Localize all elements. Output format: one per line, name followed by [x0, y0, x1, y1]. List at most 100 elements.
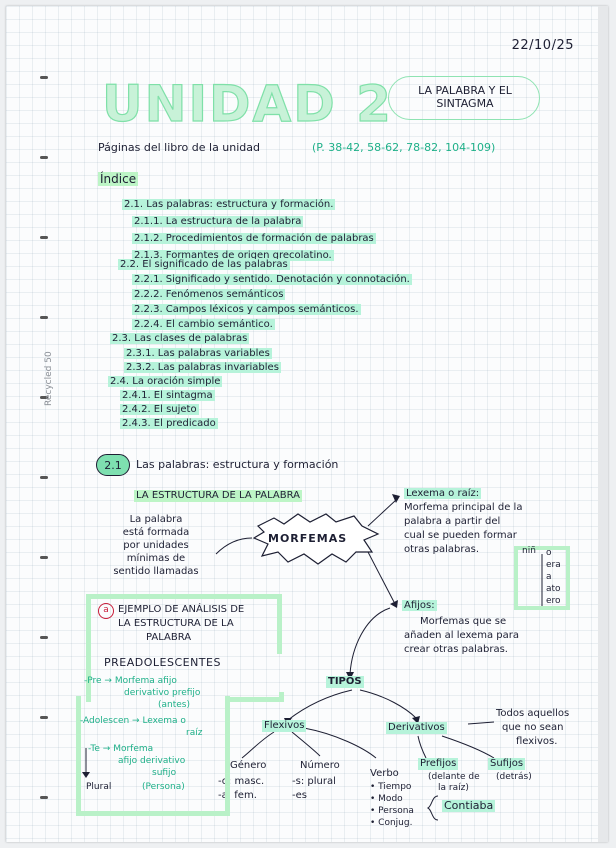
verbo-value: • Persona: [370, 806, 414, 816]
index-item: 2.3.1. Las palabras variables: [124, 348, 272, 359]
ring-hole: [40, 236, 48, 239]
numero-value: -s: plural: [292, 776, 336, 787]
index-item: 2.3. Las clases de palabras: [110, 333, 250, 344]
index-item: 2.4.2. El sujeto: [120, 404, 199, 415]
index-title: Índice: [98, 172, 139, 186]
example-box-top: [86, 594, 282, 654]
example-title: PALABRA: [146, 632, 192, 643]
left-note-line: está formada: [122, 527, 190, 538]
sufijos-label: Sufijos: [488, 758, 526, 770]
section-subheading: LA ESTRUCTURA DE LA PALABRA: [134, 490, 302, 502]
sufijos-note: (detrás): [496, 772, 532, 782]
genero-value: -o: masc.: [218, 776, 265, 787]
morfemas-starburst: [252, 513, 380, 565]
left-note-line: por unidades: [123, 540, 189, 551]
example-line: derivativo prefijo: [124, 688, 201, 698]
example-line: -Pre → Morfema afijo: [84, 676, 177, 686]
lexema-title: Lexema o raíz:: [404, 488, 482, 499]
lexema-line: Morfema principal de la: [404, 502, 523, 513]
example-line: -Te → Morfema: [88, 744, 154, 754]
prefijos-note: (delante de: [428, 772, 480, 782]
index-item: 2.4.3. El predicado: [120, 418, 218, 429]
subtitle-bubble: LA PALABRA Y EL SINTAGMA: [388, 76, 540, 120]
word-family-suffix: ato: [546, 584, 561, 594]
index-item: 2.2.1. Significado y sentido. Denotación…: [132, 274, 412, 285]
diagram-lines: [82, 494, 543, 821]
index-item: 2.4. La oración simple: [108, 376, 223, 387]
index-item: 2.2. El significado de las palabras: [118, 259, 290, 270]
page-edge: [598, 6, 608, 842]
flexivos-label: Flexivos: [262, 720, 307, 732]
pages-range: (P. 38-42, 58-62, 78-82, 104-109): [312, 141, 496, 154]
genero-label: Género: [230, 760, 267, 771]
afijos-line: crear otras palabras.: [404, 644, 508, 655]
verbo-label: Verbo: [370, 768, 399, 779]
word-family-suffix: a: [546, 572, 552, 582]
left-note-line: La palabra: [129, 514, 183, 525]
example-title: LA ESTRUCTURA DE LA: [118, 618, 234, 629]
left-note-line: sentido llamadas: [113, 566, 199, 577]
ring-hole: [40, 76, 48, 79]
word-family-root: niñ: [522, 546, 536, 556]
section-title: Las palabras: estructura y formación: [136, 458, 339, 471]
date: 22/10/25: [511, 38, 574, 53]
ring-hole: [40, 316, 48, 319]
ring-hole: [40, 476, 48, 479]
prefijo-example: Contiaba: [442, 799, 496, 812]
index-item: 2.1.2. Procedimientos de formación de pa…: [132, 233, 376, 244]
derivativos-note: que no sean: [502, 722, 564, 733]
index-item: 2.1. Las palabras: estructura y formació…: [122, 199, 336, 210]
index-item: 2.3.2. Las palabras invariables: [124, 362, 281, 373]
notebook-page: Recycled 50 22/10/25 UNIDAD 2 LA PALABRA…: [6, 6, 608, 842]
index-item: 2.1.1. La estructura de la palabra: [132, 216, 304, 227]
subtitle-line-2: SINTAGMA: [436, 97, 494, 110]
example-marker: a: [98, 603, 114, 619]
lexema-line: otras palabras.: [404, 544, 480, 555]
verbo-value: • Tiempo: [370, 782, 412, 792]
lexema-line: palabra a partir del: [404, 516, 501, 527]
numero-label: Número: [300, 760, 340, 771]
afijos-line: añaden al lexema para: [404, 630, 519, 641]
subtitle-line-1: LA PALABRA Y EL: [418, 84, 512, 97]
index-item: 2.4.1. El sintagma: [120, 390, 215, 401]
example-box-step: [226, 692, 284, 702]
example-line: -Adolescen → Lexema o: [80, 716, 186, 726]
genero-value: -a: fem.: [218, 790, 257, 801]
index-item: 2.2.3. Campos léxicos y campos semántico…: [132, 304, 361, 315]
prefijos-note: la raíz): [438, 783, 469, 793]
example-line: sufijo: [152, 768, 177, 778]
tipos-label: TIPOS: [326, 676, 364, 688]
example-line: (antes): [158, 700, 190, 710]
ring-hole: [40, 396, 48, 399]
afijos-line: Morfemas que se: [420, 616, 507, 627]
ring-hole: [40, 556, 48, 559]
word-family-suffix: o: [546, 548, 552, 558]
ring-hole: [40, 156, 48, 159]
derivativos-note: flexivos.: [516, 736, 558, 747]
index-item: 2.2.4. El cambio semántico.: [132, 319, 275, 330]
afijos-title: Afijos:: [402, 600, 437, 611]
example-box-side: [86, 648, 102, 702]
derivativos-note: Todos aquellos: [496, 708, 570, 719]
example-box-bottom: [76, 696, 230, 816]
example-title: EJEMPLO DE ANÁLISIS DE: [118, 604, 245, 615]
word-family-suffix: era: [546, 560, 561, 570]
verbo-value: • Conjug.: [370, 818, 413, 828]
example-line: afijo derivativo: [118, 756, 186, 766]
word-family-box: [514, 546, 570, 610]
pages-label: Páginas del libro de la unidad: [98, 141, 261, 154]
section-number-badge: 2.1: [96, 454, 130, 476]
numero-value: -es: [292, 790, 307, 801]
ring-hole: [40, 716, 48, 719]
example-line: raíz: [186, 728, 203, 738]
prefijos-label: Prefijos: [418, 758, 459, 770]
example-line: (Persona): [142, 782, 185, 792]
index-item: 2.1.3. Formantes de origen grecolatino.: [132, 250, 334, 261]
index-item: 2.2.2. Fenómenos semánticos: [132, 289, 286, 300]
lexema-line: cual se pueden formar: [404, 530, 517, 541]
word-family-suffix: ero: [546, 596, 561, 606]
verbo-value: • Modo: [370, 794, 403, 804]
example-line: Plural: [86, 782, 112, 792]
ring-hole: [40, 636, 48, 639]
example-word: PREADOLESCENTES: [104, 656, 221, 669]
